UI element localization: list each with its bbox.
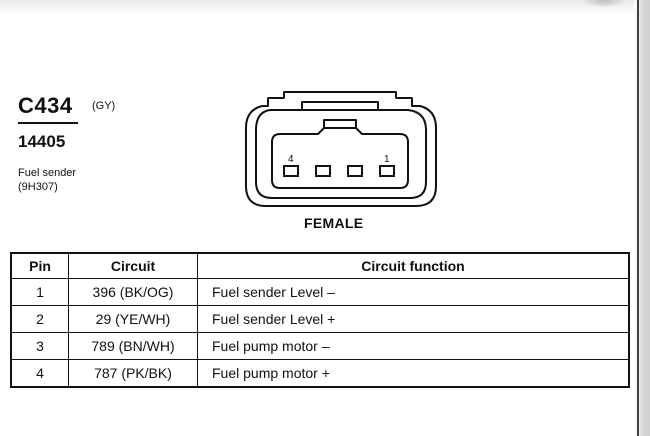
cell-pin: 1 (10, 278, 69, 306)
pin-cavity-1 (379, 165, 395, 177)
header-pin: Pin (10, 252, 69, 279)
pin-cavity-2 (347, 165, 363, 177)
cell-function: Fuel pump motor – (197, 332, 630, 360)
title-divider (18, 122, 78, 124)
pin-label-left: 4 (288, 154, 294, 165)
housing-outer (245, 91, 437, 207)
cavity-frame (271, 127, 409, 189)
corner-shadow (580, 0, 628, 8)
part-number: 14405 (18, 132, 66, 151)
cell-function: Fuel pump motor + (197, 359, 630, 388)
cell-circuit: 29 (YE/WH) (68, 305, 198, 333)
cell-pin: 2 (10, 305, 69, 333)
description-line-1: Fuel sender (18, 167, 77, 179)
cell-pin: 3 (10, 332, 69, 360)
header-circuit: Circuit (68, 252, 198, 279)
locking-tab-inner (323, 119, 357, 129)
cell-pin: 4 (10, 359, 69, 388)
cell-function: Fuel sender Level + (197, 305, 630, 333)
cell-function: Fuel sender Level – (197, 278, 630, 306)
pin-label-right: 1 (384, 154, 390, 165)
pin-cavity-4 (283, 165, 299, 177)
table-row: 3 789 (BN/WH) Fuel pump motor – (10, 332, 630, 360)
locking-tab (301, 101, 379, 110)
connector-color: (GY) (92, 100, 116, 112)
connector-description: Fuel sender (9H307) (18, 166, 76, 194)
pin-cavity-3 (315, 165, 331, 177)
table-header-row: Pin Circuit Circuit function (10, 252, 630, 279)
pin-table: Pin Circuit Circuit function 1 396 (BK/O… (10, 252, 630, 388)
cell-circuit: 396 (BK/OG) (68, 278, 198, 306)
table-row: 1 396 (BK/OG) Fuel sender Level – (10, 278, 630, 306)
cell-circuit: 787 (PK/BK) (68, 359, 198, 388)
table-row: 2 29 (YE/WH) Fuel sender Level + (10, 305, 630, 333)
connector-code: C434 (18, 93, 73, 118)
description-line-2: (9H307) (18, 181, 58, 193)
page-edge (634, 0, 650, 436)
header-circuit-function: Circuit function (197, 252, 630, 279)
cell-circuit: 789 (BN/WH) (68, 332, 198, 360)
housing-inner (255, 109, 427, 199)
connector-face-diagram: 4 1 (245, 91, 437, 207)
top-shadow (0, 0, 650, 14)
table-row: 4 787 (PK/BK) Fuel pump motor + (10, 359, 630, 388)
view-label: FEMALE (304, 215, 364, 231)
